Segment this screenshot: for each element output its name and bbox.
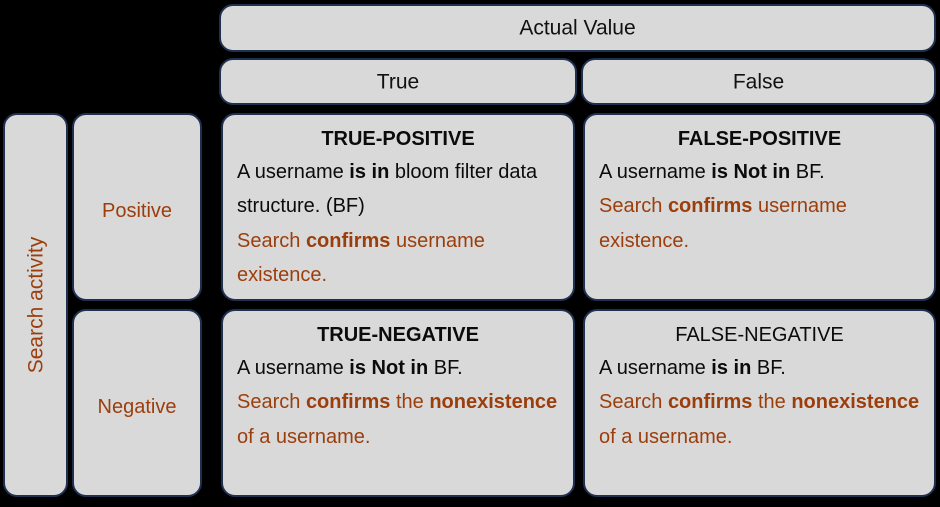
row-header-positive: Positive bbox=[72, 113, 202, 301]
cell-true-negative-body: A username is Not in BF. bbox=[237, 357, 463, 379]
axis-search-activity: Search activity bbox=[3, 113, 68, 497]
cell-true-negative: TRUE-NEGATIVE A username is Not in BF. S… bbox=[221, 309, 575, 497]
header-column-false-label: False bbox=[732, 70, 785, 93]
cell-false-negative-body: A username is in BF. bbox=[599, 357, 786, 379]
cell-true-positive: TRUE-POSITIVE A username is in bloom fil… bbox=[221, 113, 575, 301]
cell-false-positive-title: FALSE-POSITIVE bbox=[677, 128, 842, 150]
row-header-negative: Negative bbox=[72, 309, 202, 497]
row-header-negative-label: Negative bbox=[97, 395, 177, 418]
header-column-true-label: True bbox=[376, 70, 420, 93]
cell-false-positive-note: Search confirms username existence. bbox=[599, 195, 847, 252]
header-column-false: False bbox=[581, 58, 936, 105]
cell-false-negative: FALSE-NEGATIVE A username is in BF. Sear… bbox=[583, 309, 936, 497]
cell-true-negative-title: TRUE-NEGATIVE bbox=[317, 324, 479, 346]
cell-true-positive-note: Search confirms username existence. bbox=[237, 229, 485, 287]
cell-true-positive-title: TRUE-POSITIVE bbox=[321, 128, 475, 150]
cell-false-positive-body: A username is Not in BF. bbox=[599, 161, 825, 183]
cell-false-negative-title: FALSE-NEGATIVE bbox=[675, 324, 844, 346]
header-column-true: True bbox=[219, 58, 577, 105]
axis-search-activity-label: Search activity bbox=[24, 236, 47, 374]
cell-true-negative-note: Search confirms the nonexistence of a us… bbox=[237, 391, 558, 448]
cell-false-negative-note: Search confirms the nonexistence of a us… bbox=[599, 391, 920, 448]
header-actual-value: Actual Value bbox=[219, 4, 936, 52]
row-header-positive-label: Positive bbox=[101, 199, 173, 222]
header-actual-value-label: Actual Value bbox=[519, 16, 636, 40]
cell-true-positive-body: A username is in bloom filter data struc… bbox=[237, 161, 538, 218]
cell-false-positive: FALSE-POSITIVE A username is Not in BF. … bbox=[583, 113, 936, 301]
